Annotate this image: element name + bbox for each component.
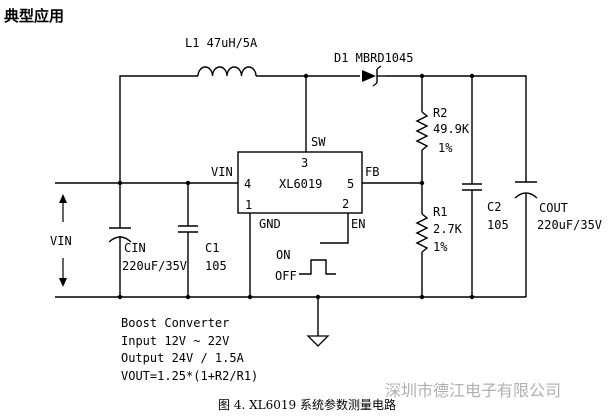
section-title: 典型应用	[4, 7, 64, 25]
cout-name: COUT	[539, 201, 568, 215]
pin-sw-label: SW	[311, 135, 326, 149]
ic-name: XL6019	[279, 177, 322, 191]
ic-xl6019: XL6019 3 SW VIN 4 5 FB 1 GND 2 EN	[211, 135, 379, 231]
pin-en-label: EN	[351, 217, 365, 231]
r1-name: R1	[433, 205, 447, 219]
r2-tolerance: 1%	[438, 141, 453, 155]
c1-value: 105	[205, 259, 227, 273]
pin-fb-num: 5	[347, 177, 354, 191]
capacitor-c2: C2 105	[462, 183, 509, 232]
cin-name: CIN	[124, 241, 146, 255]
r1-tolerance: 1%	[433, 240, 448, 254]
pin-gnd-label: GND	[259, 217, 281, 231]
resistor-r1: R1 2.7K 1%	[415, 205, 463, 254]
enable-off-label: OFF	[275, 269, 297, 283]
pin-1-num: 1	[245, 198, 252, 212]
pin-fb-label: FB	[365, 165, 379, 179]
design-notes: Boost Converter Input 12V ~ 22V Output 2…	[121, 316, 258, 383]
diode-label: D1 MBRD1045	[334, 51, 413, 65]
inductor-l1: L1 47uH/5A	[185, 36, 258, 77]
r2-value: 49.9K	[433, 122, 470, 136]
resistor-r2: R2 49.9K 1%	[415, 106, 470, 155]
note-line-1: Boost Converter	[121, 316, 229, 330]
vin-label: VIN	[50, 234, 72, 248]
c1-name: C1	[205, 241, 219, 255]
note-line-2: Input 12V ~ 22V	[121, 334, 229, 348]
inductor-label: L1 47uH/5A	[185, 36, 258, 50]
watermark-text: 深圳市德江电子有限公司	[385, 381, 561, 400]
cout-value: 220uF/35V	[537, 218, 602, 232]
capacitor-c1: C1 105	[178, 225, 227, 273]
cin-value: 220uF/35V	[122, 259, 187, 273]
junction-dots	[117, 73, 475, 300]
capacitor-cin: CIN 220uF/35V	[108, 227, 187, 273]
pin-sw-num: 3	[301, 156, 308, 170]
figure-caption: 图 4. XL6019 系统参数测量电路	[218, 397, 396, 412]
wiring	[55, 75, 527, 336]
pin-vin-label: VIN	[211, 165, 233, 179]
capacitor-cout: COUT 220uF/35V	[514, 181, 602, 232]
note-line-3: Output 24V / 1.5A	[121, 351, 245, 365]
c2-value: 105	[487, 218, 509, 232]
note-line-4: VOUT=1.25*(1+R2/R1)	[121, 369, 258, 383]
r1-value: 2.7K	[433, 222, 463, 236]
enable-signal: ON OFF	[275, 248, 336, 283]
diode-d1: D1 MBRD1045	[334, 51, 413, 87]
pin-2-num: 2	[342, 197, 349, 211]
r2-name: R2	[433, 106, 447, 120]
c2-name: C2	[487, 200, 501, 214]
ground-icon	[306, 335, 330, 347]
enable-on-label: ON	[276, 248, 290, 262]
pin-vin-num: 4	[244, 177, 251, 191]
vin-input-arrows: VIN	[50, 194, 72, 287]
